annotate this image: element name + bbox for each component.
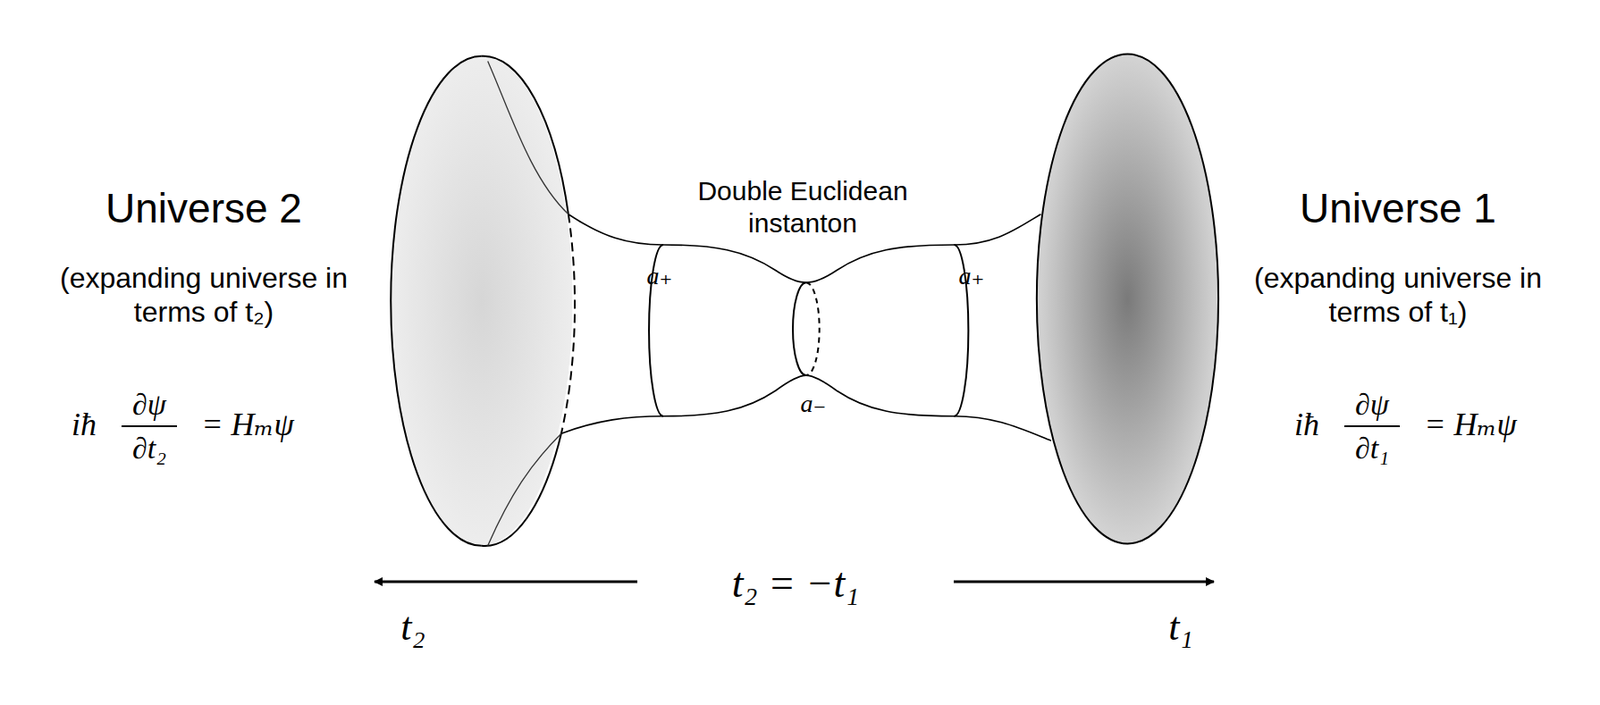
universe-title: Universe 1 (1299, 184, 1497, 234)
equation-numerator: ∂ψ (132, 387, 167, 424)
flare-line (488, 60, 569, 214)
equation-part: iħ (71, 405, 97, 445)
fraction-bar (121, 425, 177, 428)
radius-label: a₊ (647, 261, 674, 292)
equation-part: = Hₘψ (201, 405, 295, 445)
universe-subtitle: (expanding universe in terms of t₂) (47, 261, 361, 330)
ring-a-minus (792, 282, 807, 376)
time-label: t₁ (1168, 604, 1194, 652)
universe-subtitle: (expanding universe in terms of t₁) (1241, 261, 1555, 330)
radius-label: a₊ (959, 261, 986, 292)
time-label: t₂ (400, 604, 426, 652)
ellipse-outline (481, 433, 562, 547)
equation-numerator: ∂ψ (1355, 387, 1390, 424)
equation-part: = Hₘψ (1423, 405, 1517, 445)
ellipse-outline (390, 56, 482, 547)
time-arrow (374, 581, 638, 584)
ring-a-minus-back (806, 282, 820, 376)
wormhole-contour (561, 375, 1052, 441)
fraction-bar (1344, 425, 1400, 428)
equation-part: iħ (1294, 405, 1320, 445)
equation-denominator: ∂t₂ (132, 430, 167, 468)
universe-2-ellipse (390, 56, 573, 547)
universe-1-ellipse (1036, 54, 1219, 545)
flare-line (488, 433, 562, 547)
ellipse-back (561, 214, 575, 434)
instanton-label: Double Euclidean instanton (682, 175, 924, 240)
ellipse-outline (481, 56, 569, 215)
time-arrow (953, 581, 1214, 584)
equation-denominator: ∂t₁ (1355, 430, 1390, 468)
radius-label: a₋ (800, 388, 827, 420)
time-relation: t₂ = −t₁ (732, 558, 860, 608)
universe-title: Universe 2 (105, 184, 303, 234)
